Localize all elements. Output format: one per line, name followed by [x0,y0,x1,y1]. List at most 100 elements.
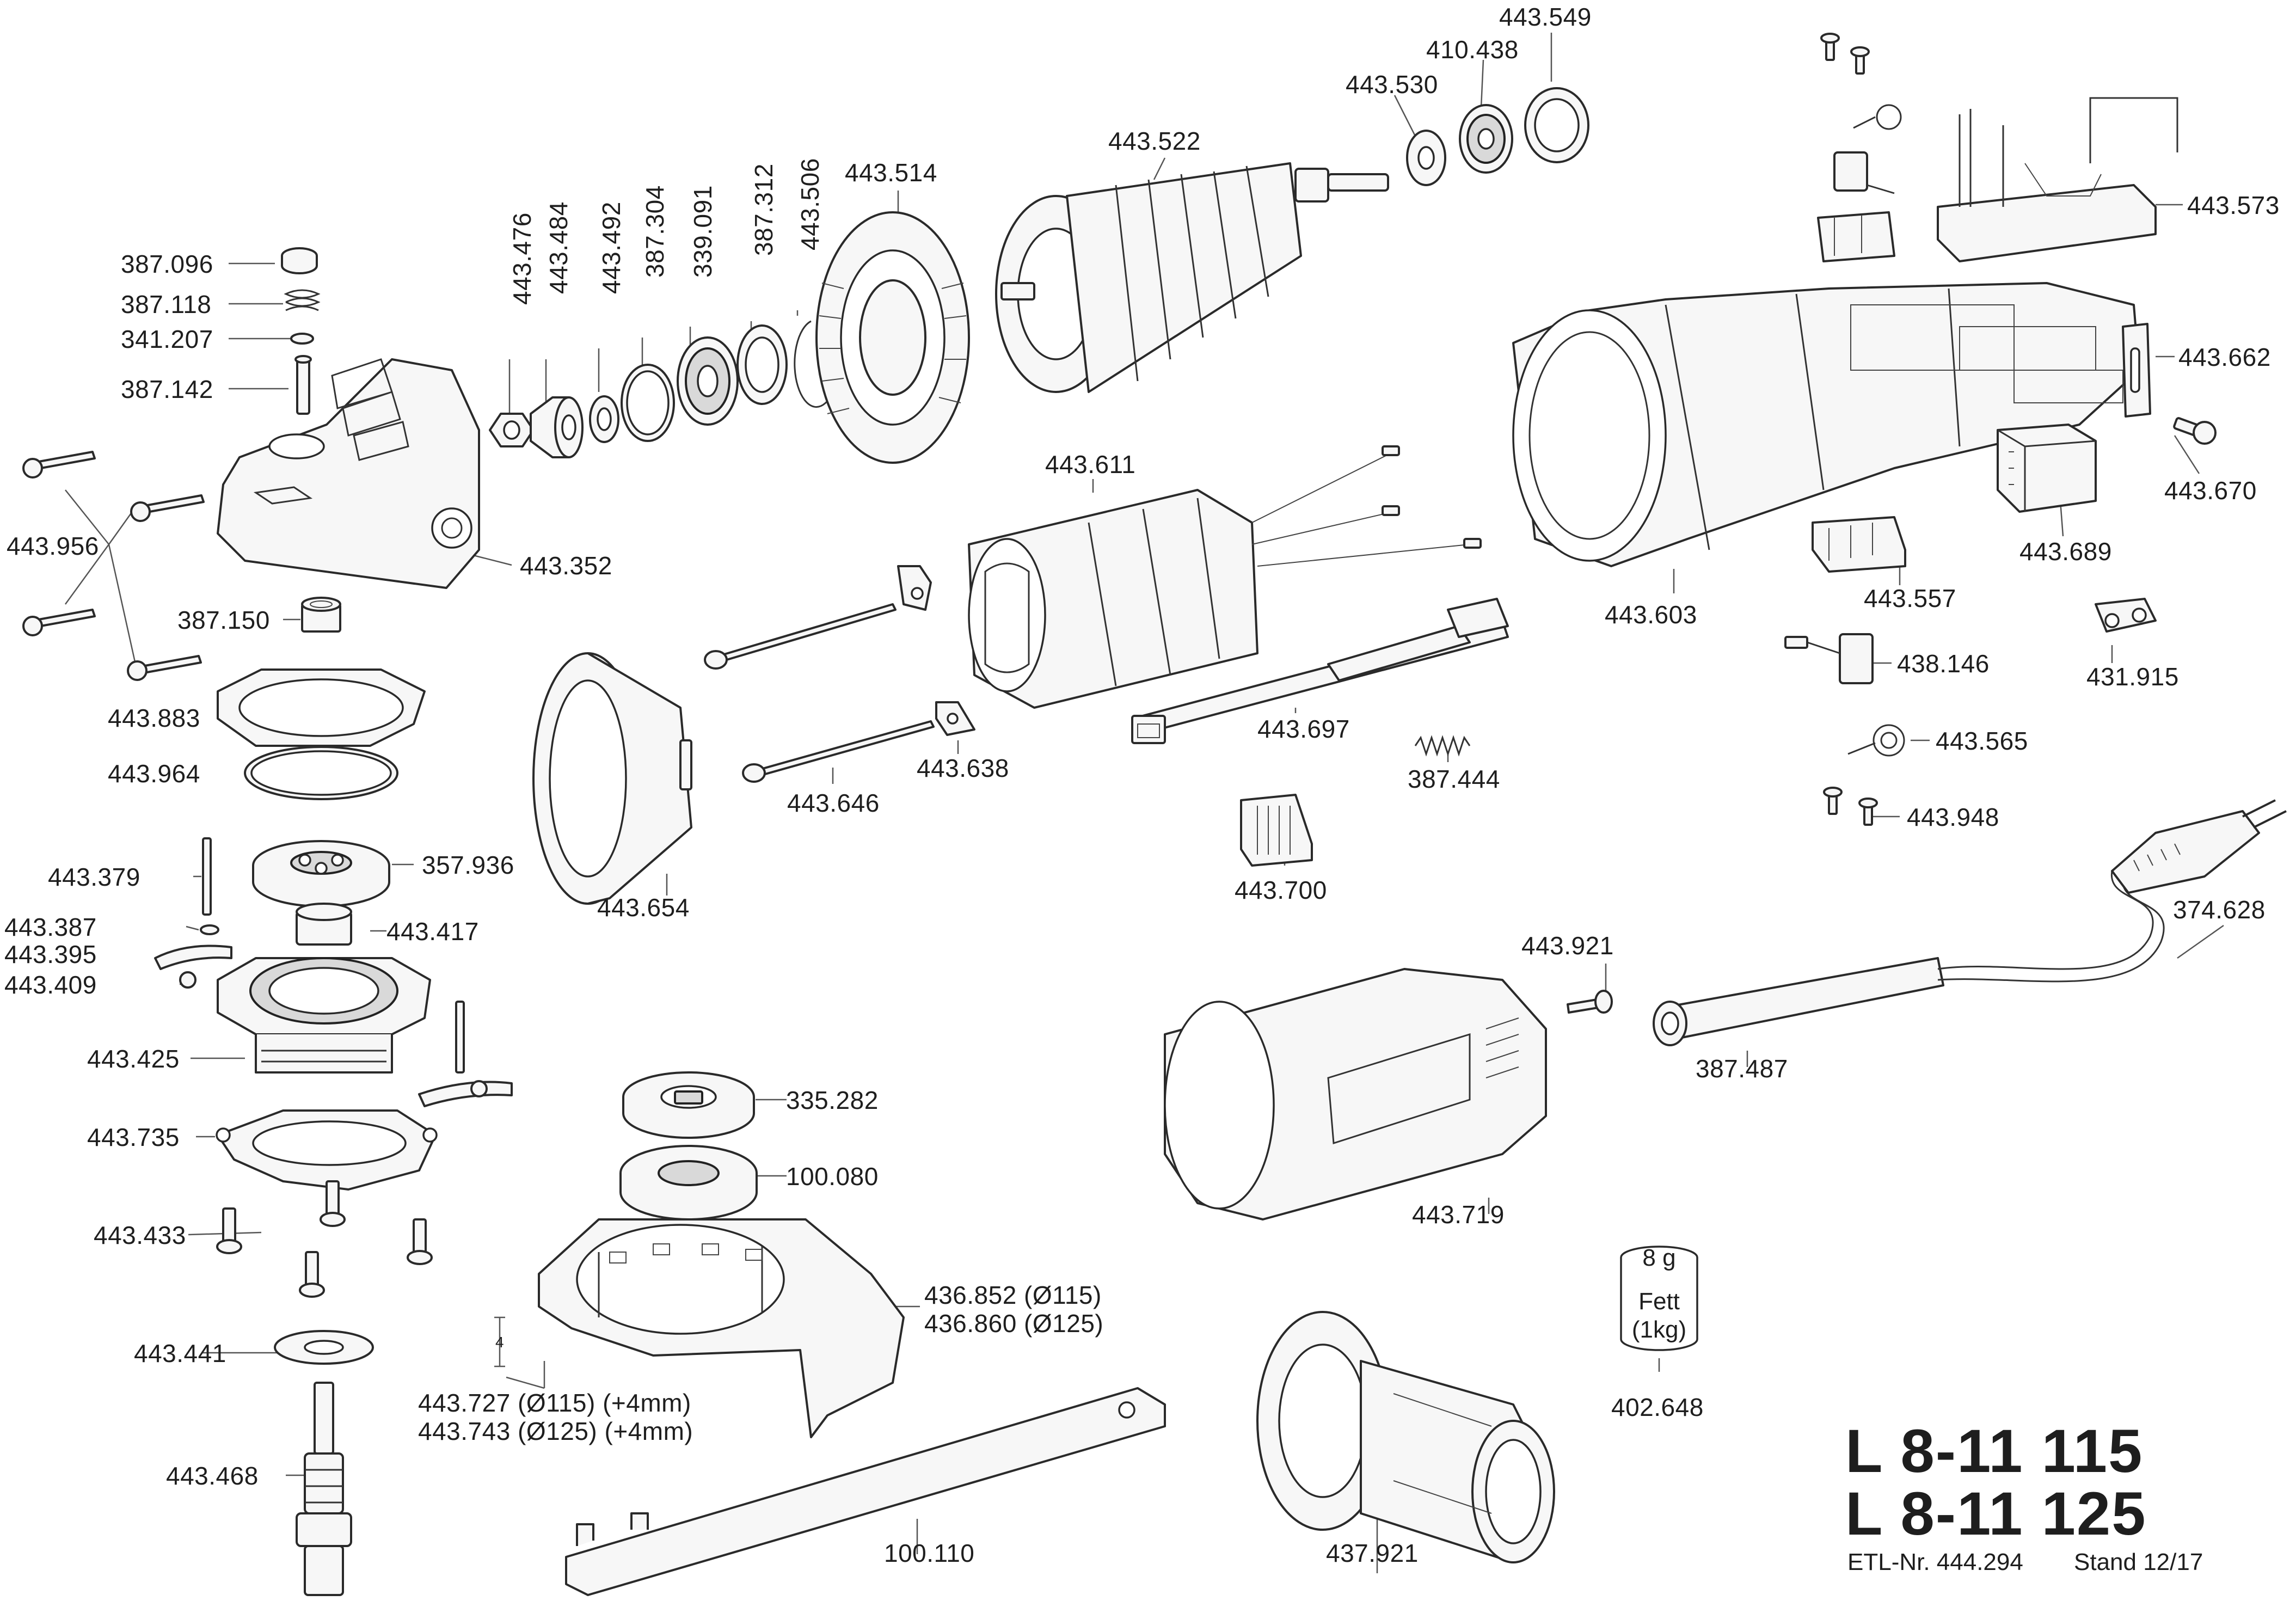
bearing-387150 [301,597,341,633]
part-label-443654: 443.654 [597,893,690,922]
washer-341207 [290,333,314,345]
part-label-443514: 443.514 [845,158,937,187]
brush-spring-443565 [1847,724,1905,757]
screw-443646 [742,720,935,783]
o-ring-443964 [244,746,398,800]
spindle-443468 [296,1382,352,1596]
flange-nut-335282 [622,1071,755,1139]
screws-443956 [22,451,205,681]
switch-rod-443697 [1131,598,1509,744]
part-label-357936: 357.936 [422,851,514,879]
part-label-443549: 443.549 [1499,3,1592,31]
armature-443522 [995,162,1389,393]
gear-housing-443352 [217,358,480,589]
part-label-443638: 443.638 [917,754,1009,782]
part-label-443530: 443.530 [1346,70,1438,99]
part-label-443476: 443.476 [508,212,536,305]
part-label-443387: 443.387 [4,913,97,941]
circlip-443506 [794,320,834,408]
small-screws-top [1820,33,1870,75]
revision-stand: Stand 12/17 [2074,1549,2203,1575]
part-label-341207: 341.207 [121,325,213,353]
part-label-100080: 100.080 [786,1162,879,1191]
part-label-443743: 443.743 (Ø125) (+4mm) [418,1417,693,1445]
grease-weight: 8 g [1642,1244,1676,1271]
part-label-387444: 387.444 [1408,765,1500,793]
part-label-443506: 443.506 [796,158,824,250]
part-label-443468: 443.468 [166,1462,259,1490]
washer-387312 [736,324,788,405]
brush-spring-top [1853,104,1902,130]
part-label-443956: 443.956 [7,532,99,560]
part-label-443964: 443.964 [108,759,200,788]
power-cord-374628 [1937,799,2287,983]
slider-443662 [2122,323,2151,418]
part-label-443883: 443.883 [108,704,200,732]
guard-cup-443654 [532,652,692,905]
part-label-335282: 335.282 [786,1086,879,1114]
part-label-431915: 431.915 [2086,663,2179,691]
stator-443611 [968,445,1482,709]
pin-387142 [294,355,312,415]
part-label-387304: 387.304 [641,185,669,278]
part-label-443719: 443.719 [1412,1200,1505,1229]
bushing-443484 [530,396,584,458]
screw-443670 [2173,417,2217,445]
part-label-387150: 387.150 [177,606,270,634]
part-label-443697: 443.697 [1257,715,1350,743]
clamp-443638 [935,701,975,736]
screw-long-top [704,603,897,670]
part-label-443441: 443.441 [134,1339,226,1367]
part-label-443646: 443.646 [787,789,880,817]
switch-button-443700 [1240,794,1313,867]
flange-100080 [619,1145,758,1220]
wheel-guard-436852 [538,1218,905,1438]
spring-cap-387096 [281,247,318,274]
dimension-label: 4 [495,1334,504,1351]
grease-quantity: (1kg) [1631,1316,1687,1343]
needle-bearing-443417 [296,903,352,946]
washer-443530 [1406,130,1446,186]
part-label-436860: 436.860 (Ø125) [924,1309,1104,1338]
part-label-410438: 410.438 [1426,35,1519,64]
part-label-443735: 443.735 [87,1123,180,1151]
nut-443476 [489,413,535,447]
bushing-431915 [2095,598,2157,633]
part-label-443565: 443.565 [1936,727,2028,755]
screws-443433 [216,1180,433,1298]
part-label-437921: 437.921 [1326,1539,1419,1567]
part-label-443948: 443.948 [1907,803,1999,831]
grease-can-402648 [1620,1246,1698,1351]
clamp-443638-top [897,565,932,611]
gasket-443883 [217,668,426,747]
part-label-100110: 100.110 [884,1539,975,1567]
part-label-443395: 443.395 [4,940,97,968]
bearing-339091 [677,336,739,426]
grease-label: Fett [1638,1288,1680,1315]
brush-holder-top [1817,151,1895,262]
part-label-443484: 443.484 [544,201,573,294]
bearing-sleeve-443549 [1524,87,1589,163]
part-label-387312: 387.312 [750,163,778,256]
part-label-387096: 387.096 [121,250,213,278]
part-label-402648: 402.648 [1611,1393,1704,1421]
part-label-443670: 443.670 [2164,476,2257,505]
part-label-443573: 443.573 [2187,191,2280,219]
flange-357936 [252,840,390,907]
model-title-115: L 8-11 115 [1845,1417,2144,1485]
spring-443409 [179,971,197,989]
part-label-443603: 443.603 [1605,600,1697,629]
washer-443492 [589,395,619,443]
part-label-387487: 387.487 [1696,1054,1788,1083]
bearing-410438 [1459,104,1513,174]
rear-housing-443719 [1164,968,1547,1220]
part-label-387142: 387.142 [121,375,213,403]
switch-443689 [1997,424,2097,513]
motor-housing-443603 [1512,282,2140,567]
pin-and-lever-right [418,1001,513,1107]
side-handle-437921 [1256,1311,1555,1563]
part-label-438146: 438.146 [1897,649,1990,678]
part-label-443379: 443.379 [48,863,140,891]
etl-number: ETL-Nr. 444.294 [1847,1549,2023,1575]
